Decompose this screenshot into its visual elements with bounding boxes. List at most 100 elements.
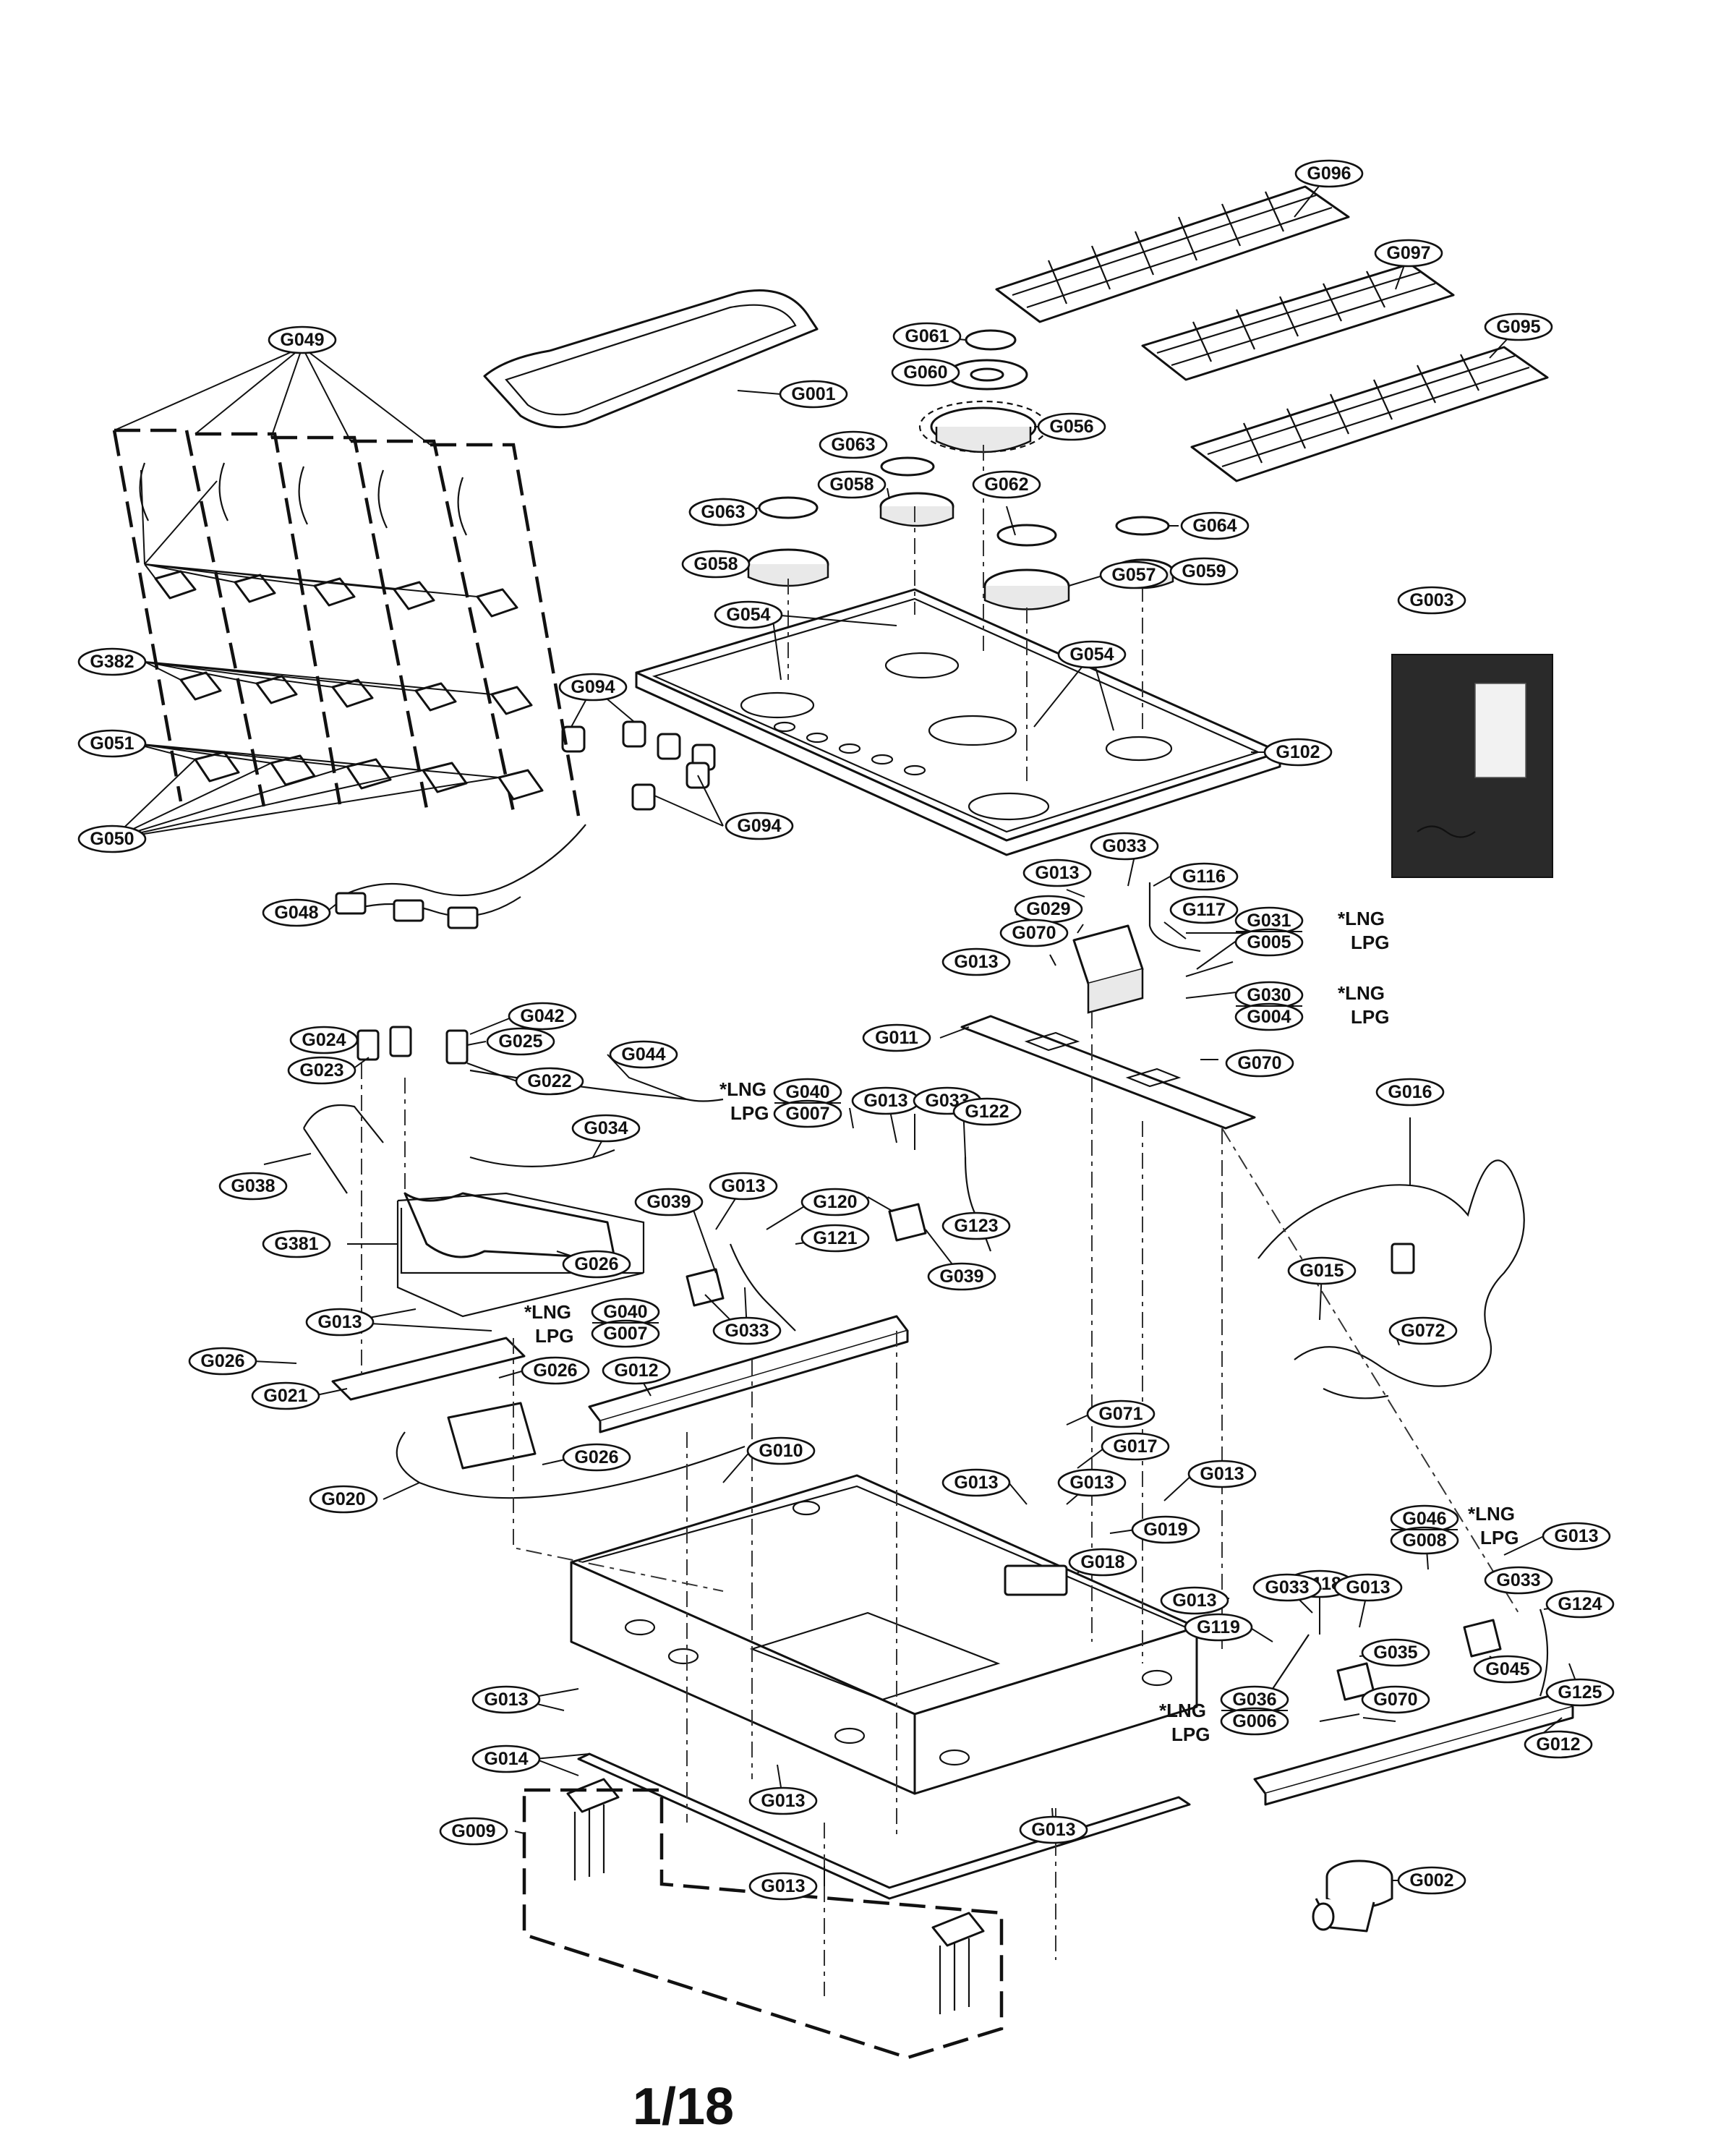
callout-oval <box>1187 1460 1257 1488</box>
part-callout: G125 <box>1545 1678 1615 1707</box>
power-cord-g016 <box>1257 1159 1525 1399</box>
part-code: G013 <box>317 1312 362 1332</box>
callout-oval <box>1361 1638 1430 1667</box>
part-code: G064 <box>1192 516 1237 536</box>
part-callout: G120 <box>800 1188 870 1217</box>
callout-oval <box>725 811 794 840</box>
callout-oval <box>941 947 1011 976</box>
callout-oval <box>688 498 758 527</box>
part-code: G049 <box>280 330 324 350</box>
part-code: G035 <box>1373 1642 1417 1663</box>
part-callout: G025 <box>486 1027 555 1056</box>
part-code: G026 <box>200 1351 244 1371</box>
part-code: G013 <box>1069 1473 1114 1493</box>
callout-oval <box>800 1188 870 1217</box>
callout-oval <box>746 1436 816 1465</box>
callout-oval <box>305 1308 375 1337</box>
part-code: G026 <box>533 1360 577 1381</box>
part-callout: G013 <box>1019 1815 1088 1844</box>
callout-oval <box>1524 1730 1593 1759</box>
callout-oval <box>591 1319 660 1348</box>
part-code: G021 <box>263 1386 307 1406</box>
part-code: G010 <box>759 1441 803 1461</box>
part-code: G022 <box>527 1071 571 1091</box>
part-callout: G013 <box>305 1308 375 1337</box>
part-callout: G023 <box>287 1056 356 1085</box>
part-callout: G097 <box>1374 239 1443 268</box>
callout-oval <box>268 325 337 354</box>
callout-oval <box>1390 1526 1459 1555</box>
part-callout: G017 <box>1101 1432 1170 1461</box>
callout-oval <box>1099 561 1169 589</box>
callout-oval <box>773 1099 842 1128</box>
part-code: G095 <box>1496 317 1540 337</box>
part-code: G012 <box>1536 1734 1580 1755</box>
callout-oval <box>471 1685 541 1714</box>
part-code: G072 <box>1401 1321 1445 1341</box>
part-callout: G381 <box>262 1230 331 1258</box>
harness-g048 <box>335 824 586 929</box>
part-callout: G001 <box>779 380 848 409</box>
part-code: G025 <box>498 1031 542 1052</box>
part-code: G012 <box>614 1360 658 1381</box>
part-code: G011 <box>875 1028 918 1048</box>
part-callout: G016 <box>1375 1078 1445 1107</box>
callout-oval <box>1361 1685 1430 1714</box>
part-code: G121 <box>813 1228 857 1248</box>
part-callout: G049 <box>268 325 337 354</box>
part-code: G023 <box>299 1060 343 1081</box>
callout-oval <box>471 1744 541 1773</box>
part-code: G031 <box>1247 911 1291 931</box>
callout-oval <box>562 1443 631 1472</box>
callout-oval <box>1022 858 1092 887</box>
part-callout: G058 <box>681 550 751 579</box>
mount-brackets-g009 <box>522 1778 1004 2060</box>
callout-oval <box>251 1381 320 1410</box>
callout-oval <box>892 322 962 351</box>
part-callout: G096 <box>1294 159 1364 188</box>
part-code: G009 <box>451 1821 495 1841</box>
part-callout: G054 <box>714 600 783 629</box>
part-code: G014 <box>484 1749 528 1769</box>
part-callout: G042 <box>508 1002 577 1031</box>
part-callout: G013 <box>1333 1573 1403 1602</box>
callout-oval <box>1333 1573 1403 1602</box>
part-callout: G013 <box>1542 1522 1611 1551</box>
part-code: G003 <box>1409 590 1453 610</box>
part-callout: G013 <box>748 1786 818 1815</box>
callout-oval <box>1160 1586 1229 1615</box>
part-code: G040 <box>785 1082 829 1102</box>
callout-oval <box>188 1347 257 1376</box>
part-callout: G039 <box>927 1262 996 1291</box>
part-code: G096 <box>1307 163 1351 184</box>
part-code: G038 <box>231 1176 275 1196</box>
callout-oval <box>1068 1548 1137 1577</box>
callout-oval <box>289 1026 359 1054</box>
part-code: G382 <box>90 652 134 672</box>
part-code: G013 <box>954 952 998 972</box>
part-code: G058 <box>693 554 738 574</box>
part-callout: G014 <box>471 1744 541 1773</box>
part-code: G097 <box>1386 243 1430 263</box>
part-callout: G026 <box>521 1356 590 1385</box>
part-callout: G030 <box>1234 981 1304 1010</box>
part-code: G039 <box>939 1266 983 1287</box>
callout-oval <box>748 1872 818 1901</box>
callout-oval <box>1169 862 1239 891</box>
part-callout: G006 <box>1220 1707 1289 1736</box>
part-callout: G059 <box>1169 557 1239 586</box>
callout-oval <box>862 1023 931 1052</box>
callout-oval <box>1545 1678 1615 1707</box>
callout-oval <box>972 470 1041 499</box>
callout-oval <box>817 470 887 499</box>
callout-oval <box>800 1224 870 1253</box>
note-lng: *LNG <box>1159 1700 1206 1721</box>
part-callout: G002 <box>1397 1866 1466 1895</box>
callout-oval <box>558 673 628 702</box>
callout-oval <box>748 1786 818 1815</box>
note-lpg: LPG <box>1480 1527 1519 1548</box>
callout-oval <box>1101 1432 1170 1461</box>
part-code: G033 <box>1102 836 1146 856</box>
part-code: G039 <box>646 1192 691 1212</box>
part-code: G094 <box>737 816 781 836</box>
